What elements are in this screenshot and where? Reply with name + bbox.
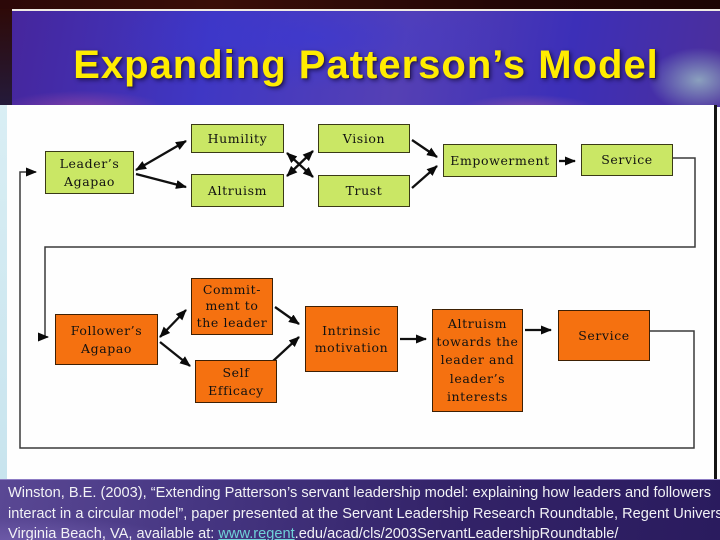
title-banner: Expanding Patterson’s Model xyxy=(12,9,720,107)
node-altruism: Altruism xyxy=(191,174,284,207)
citation-line-3: Virginia Beach, VA, available at: www.re… xyxy=(8,524,720,540)
node-self-efficacy: Self Efficacy xyxy=(195,360,277,403)
node-followers-agapao: Follower’s Agapao xyxy=(55,314,158,365)
node-commitment: Commit- ment to the leader xyxy=(191,278,273,335)
citation-line-2: interact in a circular model”, paper pre… xyxy=(8,505,720,522)
citation-line-3-text: Virginia Beach, VA, available at: xyxy=(8,526,219,540)
node-empowerment: Empowerment xyxy=(443,144,557,177)
regent-url-link[interactable]: www.regent xyxy=(218,526,295,540)
node-trust: Trust xyxy=(318,175,410,207)
node-vision: Vision xyxy=(318,124,410,153)
node-humility: Humility xyxy=(191,124,284,153)
top-edge-strip xyxy=(0,0,720,9)
node-leaders-agapao: Leader’s Agapao xyxy=(45,151,134,194)
node-altruism-towards: Altruism towards the leader and leader’s… xyxy=(432,309,523,412)
node-service-bottom: Service xyxy=(558,310,650,361)
node-intrinsic-motivation: Intrinsic motivation xyxy=(305,306,398,372)
node-service-top: Service xyxy=(581,144,673,176)
citation-line-3-tail: .edu/acad/cls/2003ServantLeadershipRound… xyxy=(294,526,619,540)
content-left-strip xyxy=(0,105,7,479)
page-title: Expanding Patterson’s Model xyxy=(73,43,659,87)
citation-line-1: Winston, B.E. (2003), “Extending Patters… xyxy=(8,485,712,501)
left-edge-strip xyxy=(0,9,12,105)
citation-bar: Winston, B.E. (2003), “Extending Patters… xyxy=(0,479,720,540)
